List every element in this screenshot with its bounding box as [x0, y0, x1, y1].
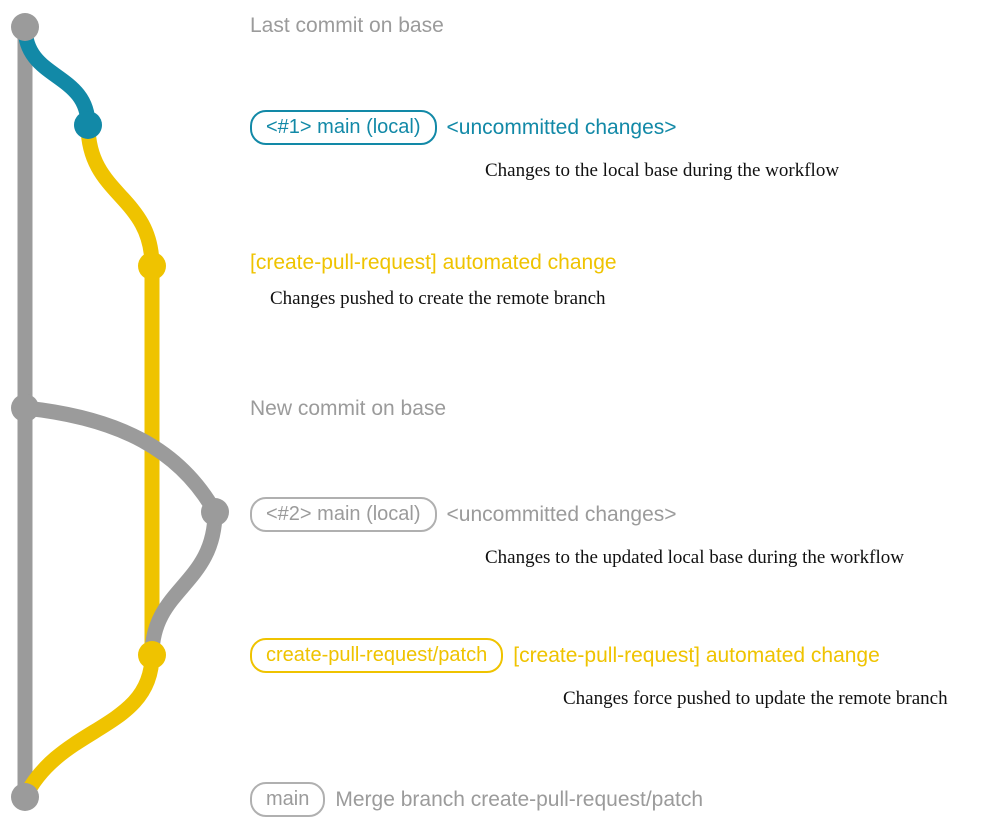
node-patch-2 [138, 641, 166, 669]
edge-local1-to-patch1 [80, 117, 160, 274]
commit-description: Changes to the updated local base during… [485, 547, 904, 568]
commit-subject: New commit on base [250, 397, 447, 420]
entry-local-uncommitted-2: <#2> main (local) <uncommitted changes> … [250, 497, 904, 567]
node-base-new [11, 394, 39, 422]
ref-badge-main-local-1[interactable]: <#1> main (local) [250, 110, 437, 145]
commit-description: Changes pushed to create the remote bran… [270, 288, 606, 309]
edge-basenew-to-local2 [17, 400, 223, 520]
entry-new-commit-on-base: New commit on base [250, 398, 446, 419]
commit-subject: [create-pull-request] automated change [513, 644, 880, 667]
node-local-1 [74, 111, 102, 139]
entry-automated-change-1: [create-pull-request] automated change C… [250, 252, 617, 308]
entry-last-commit-on-base: Last commit on base [250, 15, 444, 36]
node-merge-final [11, 783, 39, 811]
commit-subject: Merge branch create-pull-request/patch [335, 788, 704, 811]
node-base-top [11, 13, 39, 41]
commit-subject: <uncommitted changes> [446, 116, 677, 139]
branch-graph-svg [11, 13, 229, 811]
entry-local-uncommitted-1: <#1> main (local) <uncommitted changes> … [250, 110, 839, 180]
commit-subject: <uncommitted changes> [446, 503, 677, 526]
entry-automated-change-2: create-pull-request/patch [create-pull-r… [250, 638, 948, 708]
edge-local2-to-patch2 [144, 504, 223, 663]
commit-subject: [create-pull-request] automated change [250, 251, 617, 274]
ref-badge-main-local-2[interactable]: <#2> main (local) [250, 497, 437, 532]
ref-badge-main[interactable]: main [250, 782, 326, 817]
entry-merge-commit: main Merge branch create-pull-request/pa… [250, 782, 703, 817]
edge-base-to-local1 [17, 19, 96, 133]
commit-description: Changes to the local base during the wor… [485, 160, 840, 181]
commit-subject: Last commit on base [250, 14, 444, 37]
edge-patch2-to-merge [17, 647, 160, 805]
node-local-2 [201, 498, 229, 526]
commit-description: Changes force pushed to update the remot… [563, 688, 948, 709]
node-patch-1 [138, 252, 166, 280]
ref-badge-create-pull-request-patch[interactable]: create-pull-request/patch [250, 638, 504, 673]
